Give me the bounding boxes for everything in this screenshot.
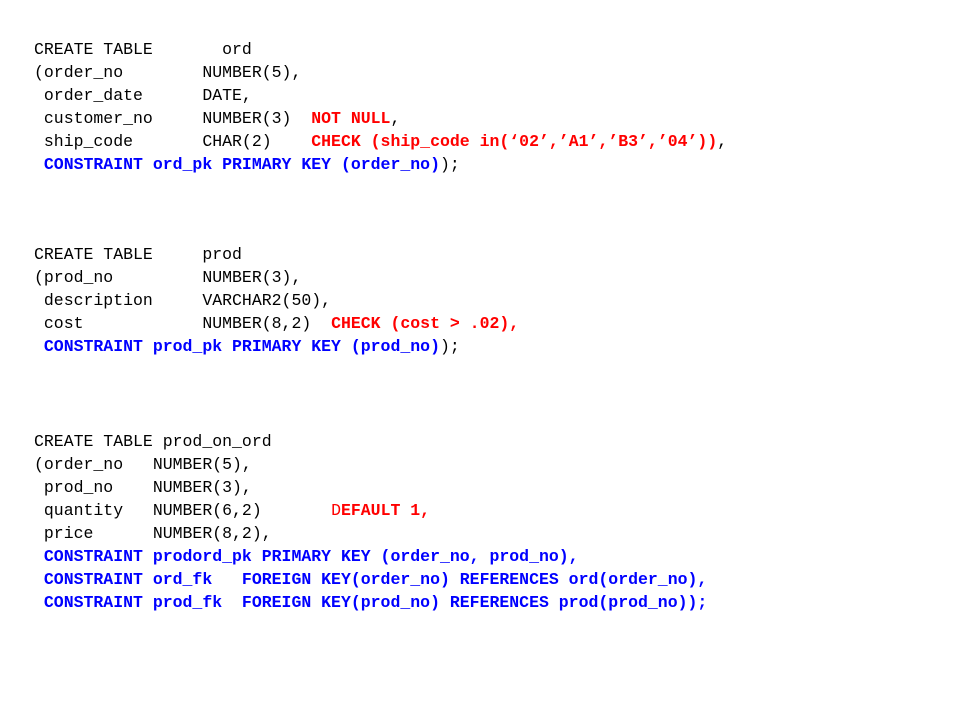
code-line: (prod_no NUMBER(3), — [34, 266, 519, 289]
constraint-keyword-text: ); — [687, 593, 708, 612]
create-table-prod-on-ord-block: CREATE TABLE prod_on_ord (order_no NUMBER… — [34, 430, 707, 614]
code-text: (order_no NUMBER(5), — [34, 455, 252, 474]
constraint-keyword-text: NOT NULL — [311, 109, 391, 128]
code-text: (prod_no NUMBER(3), — [34, 268, 302, 287]
code-text: price NUMBER(8,2), — [34, 524, 272, 543]
create-table-prod-block: CREATE TABLE prod (prod_no NUMBER(3), des… — [34, 243, 519, 358]
code-line: customer_no NUMBER(3) NOT NULL, — [34, 107, 727, 130]
constraint-keyword-text: CONSTRAINT prod_fk FOREIGN KEY(prod_no) … — [34, 593, 688, 612]
code-text: order_date DATE, — [34, 86, 252, 105]
code-line: CONSTRAINT prod_fk FOREIGN KEY(prod_no) … — [34, 591, 707, 614]
code-line: (order_no NUMBER(5), — [34, 61, 727, 84]
code-line: cost NUMBER(8,2) CHECK (cost > .02), — [34, 312, 519, 335]
code-text: ship_code CHAR(2) — [34, 132, 312, 151]
constraint-keyword-text: CONSTRAINT ord_pk PRIMARY KEY (order_no) — [34, 155, 440, 174]
code-line: description VARCHAR2(50), — [34, 289, 519, 312]
code-line: CONSTRAINT prodord_pk PRIMARY KEY (order… — [34, 545, 707, 568]
code-line: CONSTRAINT ord_pk PRIMARY KEY (order_no)… — [34, 153, 727, 176]
code-line: CREATE TABLE prod — [34, 243, 519, 266]
create-table-ord-block: CREATE TABLE ord (order_no NUMBER(5), ord… — [34, 38, 727, 176]
code-line: prod_no NUMBER(3), — [34, 476, 707, 499]
constraint-keyword-text: CONSTRAINT prod_pk PRIMARY KEY (prod_no) — [34, 337, 440, 356]
code-text: ); — [439, 337, 460, 356]
code-line: CREATE TABLE prod_on_ord — [34, 430, 707, 453]
code-line: order_date DATE, — [34, 84, 727, 107]
code-text: cost NUMBER(8,2) — [34, 314, 332, 333]
constraint-keyword-text: EFAULT 1, — [340, 501, 431, 520]
constraint-keyword-text: CHECK (cost > .02), — [331, 314, 520, 333]
code-text: description VARCHAR2(50), — [34, 291, 332, 310]
code-line: (order_no NUMBER(5), — [34, 453, 707, 476]
code-line: CONSTRAINT ord_fk FOREIGN KEY(order_no) … — [34, 568, 707, 591]
constraint-keyword-text: CHECK (ship_code in(‘02’,’A1’,’B3’,’04’)… — [311, 132, 718, 151]
code-line: CREATE TABLE ord — [34, 38, 727, 61]
constraint-keyword-text: D — [331, 501, 341, 520]
code-text: CREATE TABLE prod_on_ord — [34, 432, 272, 451]
code-text: , — [717, 132, 728, 151]
code-text: prod_no NUMBER(3), — [34, 478, 252, 497]
code-text: , — [390, 109, 401, 128]
code-text: CREATE TABLE prod — [34, 245, 242, 264]
code-line: CONSTRAINT prod_pk PRIMARY KEY (prod_no)… — [34, 335, 519, 358]
code-line: price NUMBER(8,2), — [34, 522, 707, 545]
code-text: CREATE TABLE ord — [34, 40, 252, 59]
constraint-keyword-text: CONSTRAINT ord_fk FOREIGN KEY(order_no) … — [34, 570, 708, 589]
constraint-keyword-text: CONSTRAINT prodord_pk PRIMARY KEY (order… — [34, 547, 579, 566]
code-line: ship_code CHAR(2) CHECK (ship_code in(‘0… — [34, 130, 727, 153]
code-text: (order_no NUMBER(5), — [34, 63, 302, 82]
code-text: ); — [439, 155, 460, 174]
code-text: quantity NUMBER(6,2) — [34, 501, 332, 520]
code-text: customer_no NUMBER(3) — [34, 109, 312, 128]
code-line: quantity NUMBER(6,2) DEFAULT 1, — [34, 499, 707, 522]
